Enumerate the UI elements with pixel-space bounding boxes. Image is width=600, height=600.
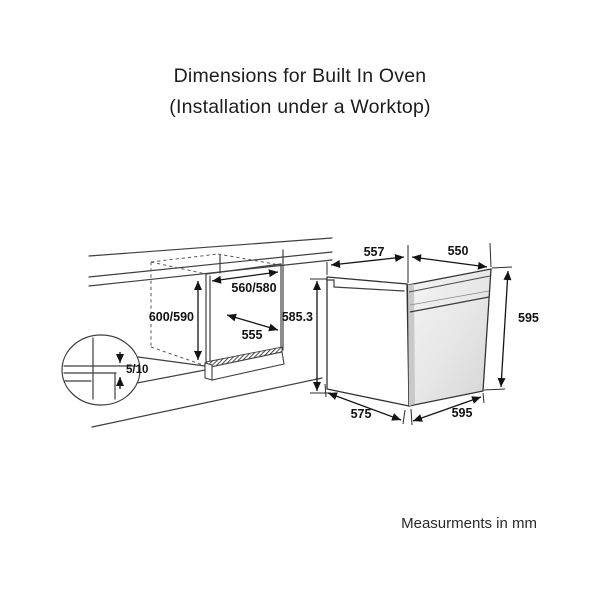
plinth xyxy=(204,346,285,381)
cutout-height-label: 600/590 xyxy=(149,310,194,324)
dim-oven-front-width: 595 xyxy=(410,392,485,426)
dim-oven-bottom-depth: 575 xyxy=(324,383,406,425)
gap-detail-callout: 5/10 xyxy=(61,334,206,406)
units-note: Measurments in mm xyxy=(401,515,537,532)
oven-door-edge xyxy=(408,284,415,406)
control-panel-lower-line xyxy=(409,296,490,313)
oven-front-width-label: 595 xyxy=(452,406,473,420)
dim-cutout-height: 600/590 xyxy=(149,281,202,360)
page-title-line1: Dimensions for Built In Oven xyxy=(174,65,427,87)
cutout-drawing: 5/10 600/590 560/580 555 xyxy=(61,237,333,428)
oven-body-height-label: 585.3 xyxy=(282,310,313,324)
oven-top-depth-label: 557 xyxy=(364,245,385,259)
dim-oven-top-depth: 557 xyxy=(326,245,409,283)
floor-line xyxy=(91,377,323,428)
door-top-inner-line xyxy=(408,275,491,293)
dim-cutout-depth: 555 xyxy=(226,313,279,342)
dim-oven-top-width: 550 xyxy=(411,242,492,270)
oven-front-height-label: 595 xyxy=(518,311,539,325)
plinth-foot xyxy=(204,362,213,381)
oven-drawing: 557 550 585.3 595 575 xyxy=(282,242,539,426)
dim-oven-front-height: 595 xyxy=(483,266,539,391)
oven-bottom-depth-label: 575 xyxy=(351,407,372,421)
dim-oven-body-height: 585.3 xyxy=(282,278,331,394)
control-panel-upper-line xyxy=(409,290,490,306)
oven-top-notch xyxy=(326,279,335,288)
cutout-depth-label: 555 xyxy=(242,328,263,342)
oven-door xyxy=(407,268,492,407)
gap-dimension-label: 5/10 xyxy=(126,364,148,376)
oven-top-width-label: 550 xyxy=(448,244,469,258)
dim-cutout-width: 560/580 xyxy=(211,269,279,295)
oven-top-front-edge xyxy=(333,286,405,292)
callout-leader-bottom xyxy=(136,369,206,384)
page-title-line2: (Installation under a Worktop) xyxy=(169,96,430,118)
callout-leader-top xyxy=(137,356,206,367)
cutout-dashed-volume xyxy=(150,253,281,367)
cutout-width-label: 560/580 xyxy=(231,281,276,295)
oven-side-panel xyxy=(326,276,410,407)
